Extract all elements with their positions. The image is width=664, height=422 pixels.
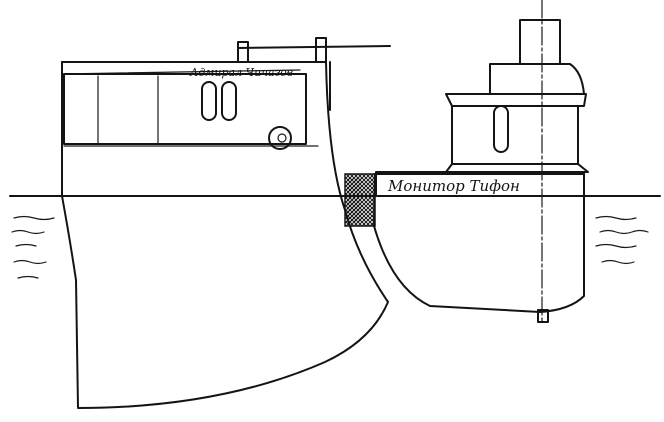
monitor-tifon-ship: Монитор Тифон (373, 0, 589, 325)
admiral-porthole (201, 81, 217, 121)
admiral-hawse-hole (268, 126, 292, 150)
collision-contact-zone (344, 173, 376, 227)
monitor-turret-base (445, 93, 587, 107)
monitor-funnel (519, 19, 561, 65)
monitor-ship-label: Монитор Тифон (387, 177, 520, 195)
monitor-turret (451, 105, 579, 165)
admiral-boom-mount (237, 41, 249, 63)
monitor-turret-dome (489, 63, 585, 95)
contact-hatch (347, 178, 361, 222)
admiral-boom (237, 45, 391, 49)
water-ripples-left (11, 215, 55, 279)
admiral-ship-label: Адмирал Чичагов (189, 66, 293, 79)
admiral-hull (61, 61, 389, 409)
admiral-boom-mount (315, 37, 327, 63)
water-ripples-right (595, 215, 649, 265)
admiral-porthole (221, 81, 237, 121)
admiral-cabin (63, 73, 307, 145)
admiral-hawse-hole-inner (277, 133, 287, 143)
admiral-chichagov-ship: Адмирал Чичагов (61, 37, 391, 409)
monitor-turret-foot (445, 163, 589, 173)
monitor-keel-post (537, 309, 549, 323)
monitor-turret-port (493, 105, 509, 153)
monitor-hull (373, 173, 585, 313)
